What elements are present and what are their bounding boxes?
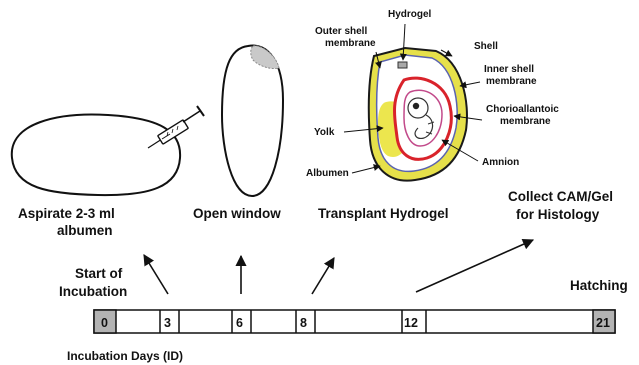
hydrogel-block [398, 62, 407, 68]
hatching-label: Hatching [570, 278, 628, 293]
axis-label: Incubation Days (ID) [67, 349, 183, 363]
label-amnion: Amnion [482, 157, 519, 168]
label-yolk: Yolk [314, 127, 335, 138]
start-incubation-label-1: Start of [75, 266, 123, 281]
day-label: 21 [596, 316, 610, 330]
day-label: 3 [164, 316, 171, 330]
arrow-day-8 [312, 258, 334, 294]
aspirate-egg-illustration [12, 106, 204, 195]
step-aspirate-label-1: Aspirate 2-3 ml [18, 206, 115, 221]
label-chorio-2: membrane [500, 116, 551, 127]
label-chorio-1: Chorioallantoic [486, 104, 559, 115]
arrow-day-12 [416, 240, 533, 292]
step-collect-label-2: for Histology [516, 207, 600, 222]
day-label: 6 [236, 316, 243, 330]
egg-outline [12, 115, 180, 196]
label-inner-shell-1: Inner shell [484, 64, 534, 75]
step-arrows [144, 240, 533, 294]
start-incubation-label-2: Incubation [59, 284, 127, 299]
label-inner-shell-2: membrane [486, 76, 537, 87]
step-aspirate-label-2: albumen [57, 223, 113, 238]
label-albumen: Albumen [306, 168, 349, 179]
step-collect-label-1: Collect CAM/Gel [508, 189, 613, 204]
day-label: 0 [101, 316, 108, 330]
step-transplant-label: Transplant Hydrogel [318, 206, 449, 221]
label-hydrogel: Hydrogel [388, 9, 432, 20]
arrow-day-3 [144, 255, 168, 294]
day-label: 8 [300, 316, 307, 330]
incubation-timeline: 0 3 6 8 12 21 [94, 310, 615, 333]
label-outer-shell-2: membrane [325, 38, 376, 49]
timeline-bar [94, 310, 615, 333]
day-label: 12 [404, 316, 418, 330]
label-outer-shell-1: Outer shell [315, 26, 367, 37]
label-shell: Shell [474, 41, 498, 52]
transplant-egg-illustration [369, 48, 467, 181]
open-window-egg-illustration [222, 45, 283, 196]
step-open-window-label: Open window [193, 206, 281, 221]
